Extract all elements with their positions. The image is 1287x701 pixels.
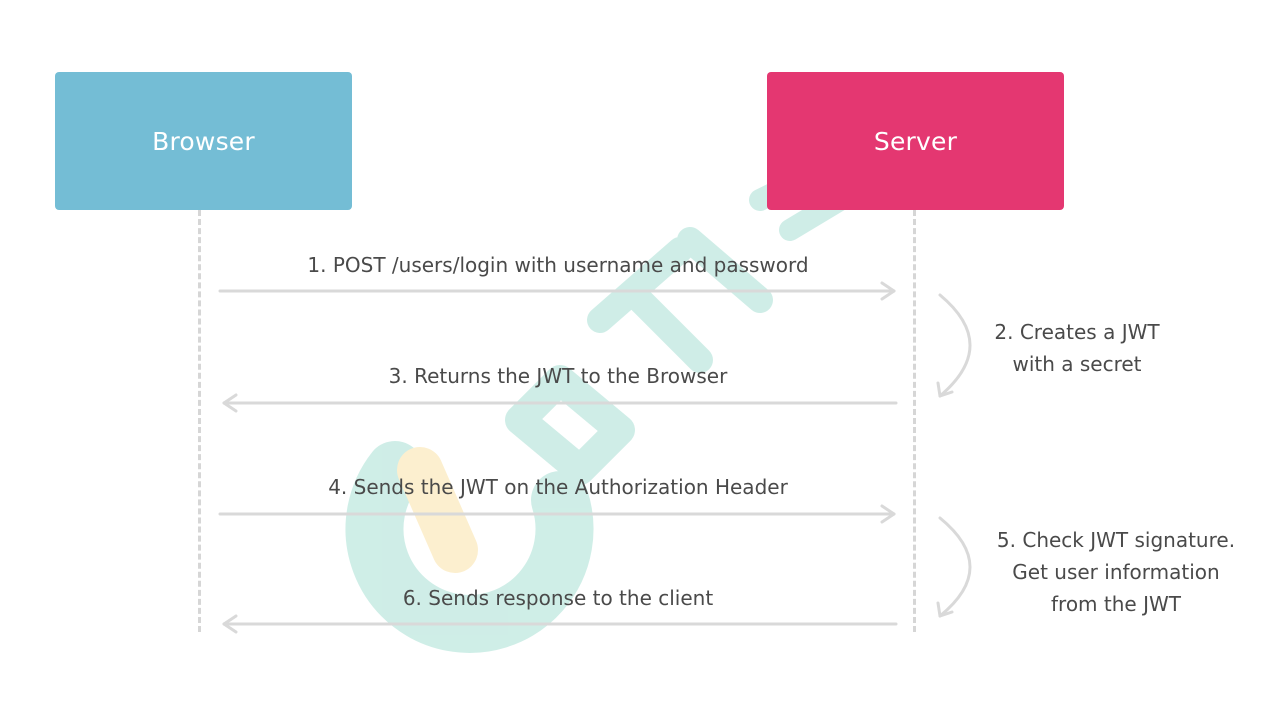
note-line: with a secret bbox=[1012, 352, 1142, 376]
note-line: 2. Creates a JWT bbox=[994, 320, 1160, 344]
server-box: Server bbox=[767, 72, 1064, 210]
message-arrow-3 bbox=[222, 393, 898, 413]
note-create-jwt: 2. Creates a JWT with a secret bbox=[972, 316, 1182, 380]
note-line: Get user information bbox=[1012, 560, 1220, 584]
message-label-3: 3. Returns the JWT to the Browser bbox=[388, 364, 728, 388]
note-check-signature: 5. Check JWT signature. Get user informa… bbox=[985, 524, 1247, 620]
message-label-6: 6. Sends response to the client bbox=[402, 586, 714, 610]
note-line: from the JWT bbox=[1051, 592, 1181, 616]
self-arrow-5 bbox=[936, 516, 972, 618]
message-label-4: 4. Sends the JWT on the Authorization He… bbox=[328, 475, 788, 499]
browser-box: Browser bbox=[55, 72, 352, 210]
self-arrow-2 bbox=[936, 293, 972, 398]
note-line: 5. Check JWT signature. bbox=[996, 528, 1236, 552]
message-arrow-1 bbox=[218, 281, 896, 301]
server-label: Server bbox=[873, 126, 958, 156]
browser-label: Browser bbox=[152, 126, 255, 156]
message-arrow-6 bbox=[222, 614, 898, 634]
browser-lifeline bbox=[198, 210, 201, 632]
message-label-1: 1. POST /users/login with username and p… bbox=[307, 253, 809, 277]
message-arrow-4 bbox=[218, 504, 896, 524]
server-lifeline bbox=[913, 210, 916, 632]
